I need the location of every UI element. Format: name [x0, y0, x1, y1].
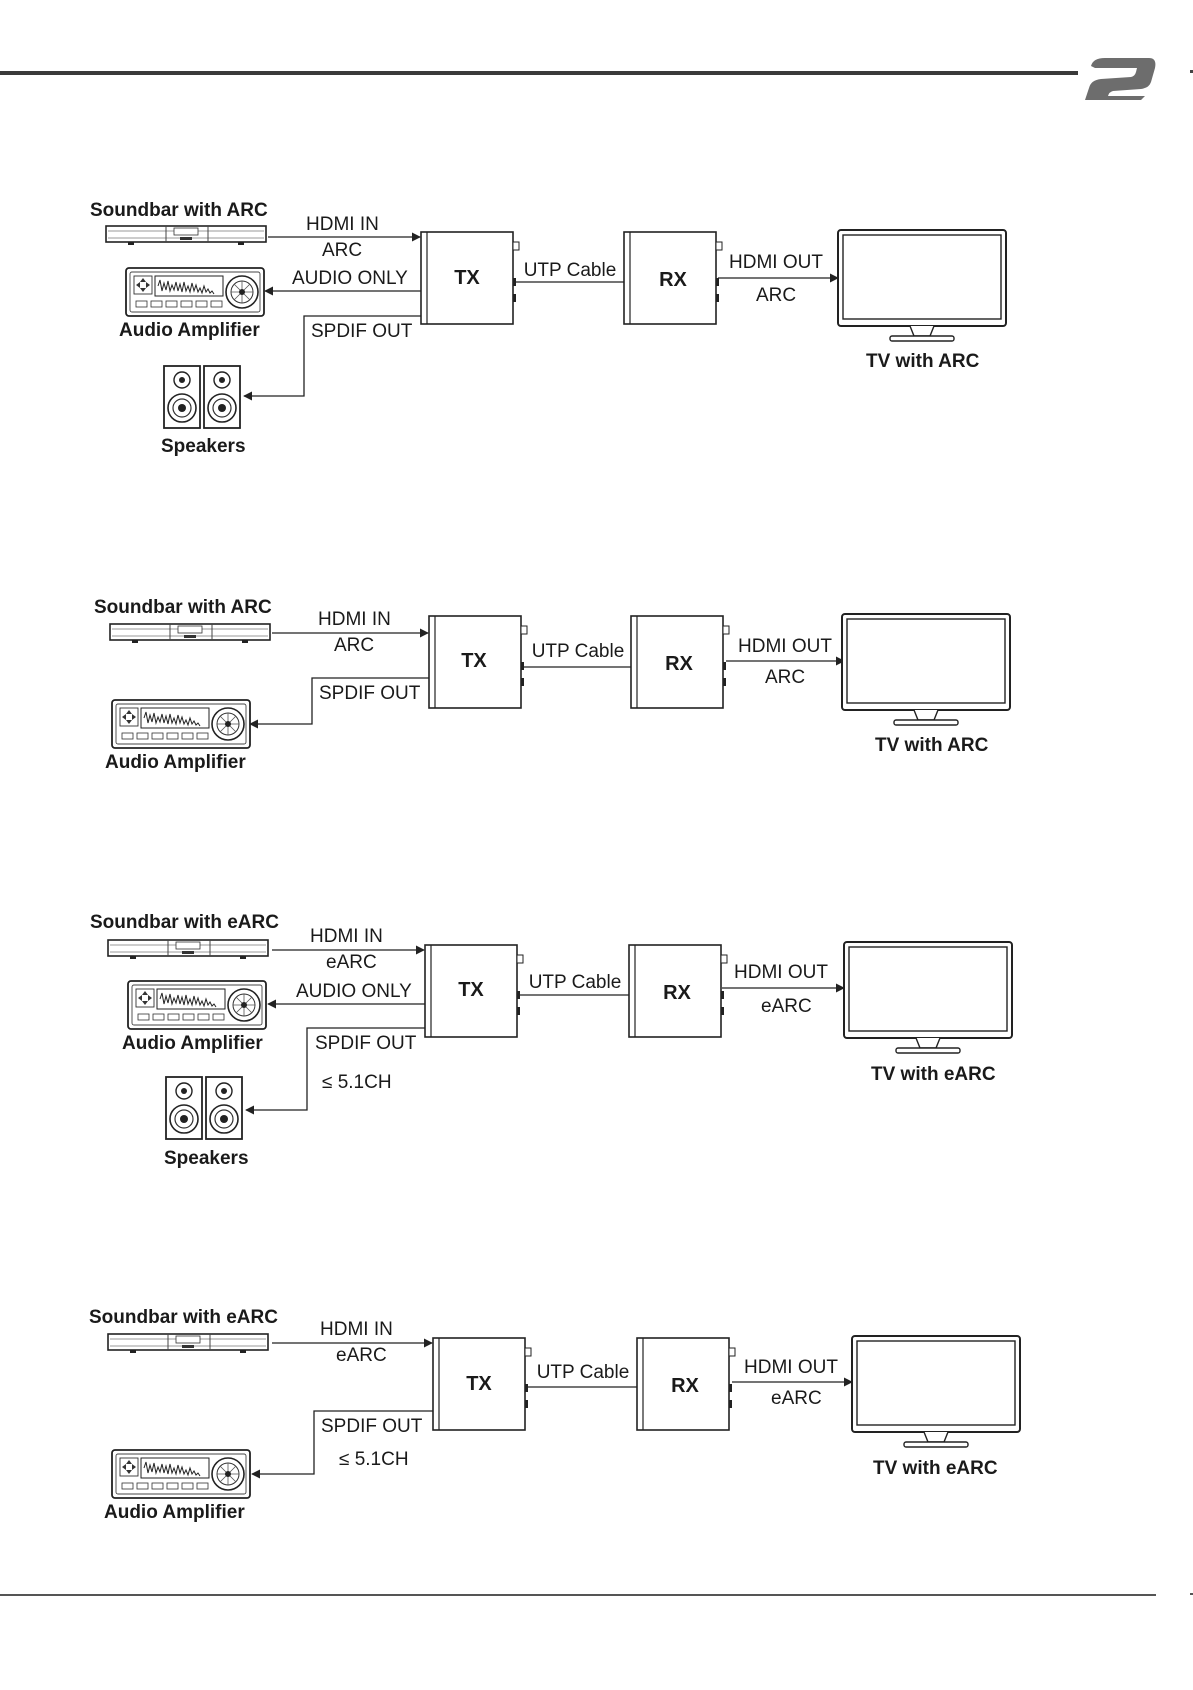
- spdif-arrow: [243, 315, 421, 401]
- diagram-arc-amplifier: Soundbar with ARC HDMI IN ARC SPDIF OUT …: [94, 597, 1011, 773]
- soundbar-label: Soundbar with eARC: [90, 912, 279, 933]
- spdif-out-label: SPDIF OUT: [311, 321, 413, 342]
- speakers-icon: [165, 1076, 243, 1140]
- header-rule: [0, 71, 1078, 75]
- arc-in-label: ARC: [334, 635, 374, 656]
- spdif-out-label: SPDIF OUT: [321, 1416, 423, 1437]
- amplifier-label: Audio Amplifier: [104, 1502, 245, 1523]
- spdif-arrow: [251, 1410, 433, 1479]
- utp-cable-label: UTP Cable: [529, 972, 622, 993]
- amplifier-label: Audio Amplifier: [122, 1033, 263, 1054]
- page-mark: [1190, 70, 1193, 73]
- tx-label: TX: [466, 1373, 492, 1395]
- spdif-arrow: [245, 1027, 425, 1115]
- arc-in-label: eARC: [326, 952, 377, 973]
- speakers-icon: [163, 365, 241, 429]
- diagram-arc-with-speakers: Soundbar with ARC HDMI IN ARC AUDIO ONLY…: [90, 200, 1007, 457]
- channels-label: ≤ 5.1CH: [339, 1449, 409, 1470]
- tv-label: TV with eARC: [871, 1064, 996, 1085]
- audio-only-label: AUDIO ONLY: [296, 981, 412, 1002]
- hdmi-out-label: HDMI OUT: [738, 636, 832, 657]
- tx-label: TX: [461, 650, 487, 672]
- spdif-out-label: SPDIF OUT: [315, 1033, 417, 1054]
- utp-cable-label: UTP Cable: [537, 1362, 630, 1383]
- arc-in-label: eARC: [336, 1345, 387, 1366]
- hdmi-in-label: HDMI IN: [306, 214, 379, 235]
- hdmi-out-label: HDMI OUT: [729, 252, 823, 273]
- tv-icon: [841, 613, 1011, 726]
- tx-label: TX: [458, 979, 484, 1001]
- arc-out-label: eARC: [761, 996, 812, 1017]
- channels-label: ≤ 5.1CH: [322, 1072, 392, 1093]
- tv-label: TV with eARC: [873, 1458, 998, 1479]
- spdif-out-label: SPDIF OUT: [319, 683, 421, 704]
- rx-label: RX: [663, 982, 691, 1004]
- tv-icon: [851, 1335, 1021, 1448]
- rx-label: RX: [659, 269, 687, 291]
- utp-cable-label: UTP Cable: [532, 641, 625, 662]
- diagram-earc-with-speakers: Soundbar with eARC HDMI IN eARC AUDIO ON…: [90, 912, 1013, 1169]
- diagram-earc-amplifier: Soundbar with eARC HDMI IN eARC SPDIF OU…: [89, 1307, 1021, 1523]
- soundbar-label: Soundbar with eARC: [89, 1307, 278, 1328]
- soundbar-label: Soundbar with ARC: [90, 200, 268, 221]
- brand-logo-icon: [1085, 58, 1156, 100]
- soundbar-icon: [105, 225, 267, 246]
- audio-amplifier-icon: [127, 980, 267, 1030]
- arc-in-label: ARC: [322, 240, 362, 261]
- hdmi-out-label: HDMI OUT: [744, 1357, 838, 1378]
- utp-cable-label: UTP Cable: [524, 260, 617, 281]
- hdmi-out-label: HDMI OUT: [734, 962, 828, 983]
- arc-out-label: ARC: [756, 285, 796, 306]
- audio-amplifier-icon: [111, 1449, 251, 1499]
- speakers-label: Speakers: [164, 1148, 249, 1169]
- amplifier-label: Audio Amplifier: [119, 320, 260, 341]
- audio-amplifier-icon: [125, 267, 265, 317]
- page-mark: [1190, 1593, 1193, 1595]
- hdmi-in-label: HDMI IN: [310, 926, 383, 947]
- soundbar-label: Soundbar with ARC: [94, 597, 272, 618]
- audio-amplifier-icon: [111, 699, 251, 749]
- tv-label: TV with ARC: [866, 351, 980, 372]
- tv-icon: [837, 229, 1007, 342]
- tv-label: TV with ARC: [875, 735, 989, 756]
- rx-label: RX: [671, 1375, 699, 1397]
- arc-out-label: ARC: [765, 667, 805, 688]
- tx-label: TX: [454, 267, 480, 289]
- spdif-arrow: [249, 677, 429, 729]
- footer-rule: [0, 1594, 1156, 1596]
- rx-label: RX: [665, 653, 693, 675]
- speakers-label: Speakers: [161, 436, 246, 457]
- soundbar-icon: [107, 1333, 269, 1354]
- soundbar-icon: [107, 939, 269, 960]
- hdmi-in-label: HDMI IN: [320, 1319, 393, 1340]
- hdmi-in-label: HDMI IN: [318, 609, 391, 630]
- tv-icon: [843, 941, 1013, 1054]
- soundbar-icon: [109, 623, 271, 644]
- arc-out-label: eARC: [771, 1388, 822, 1409]
- audio-only-label: AUDIO ONLY: [292, 268, 408, 289]
- amplifier-label: Audio Amplifier: [105, 752, 246, 773]
